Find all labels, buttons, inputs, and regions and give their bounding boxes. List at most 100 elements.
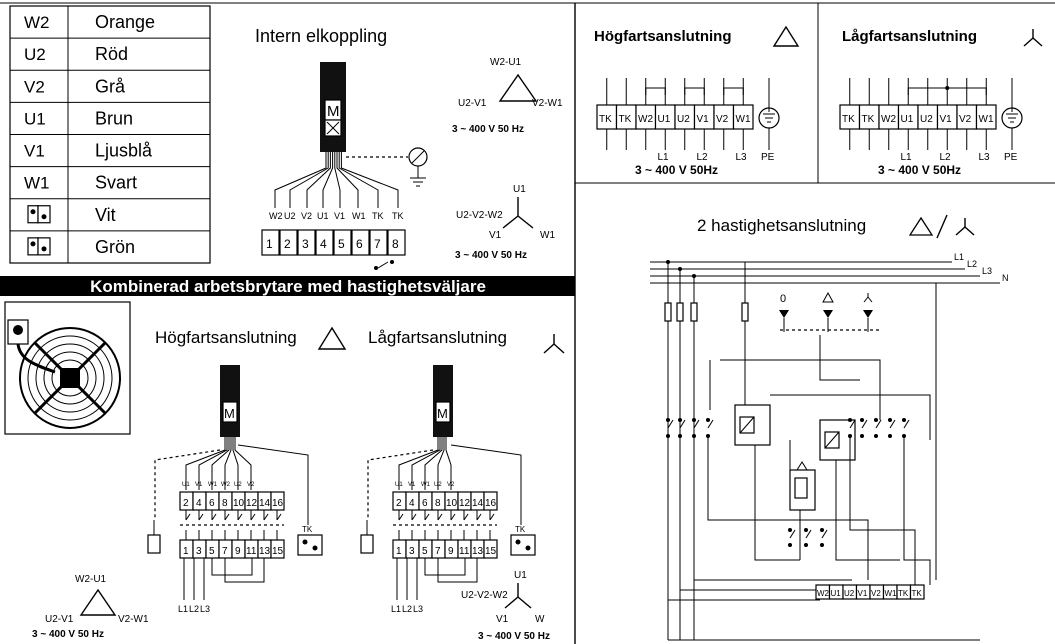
combined-high-L-0: L1 xyxy=(178,604,188,614)
connector-icon-2 xyxy=(27,237,51,256)
combined-high-bot-term-4: 9 xyxy=(235,546,241,557)
combined-low-motor-label: M xyxy=(437,406,448,421)
intern-terminal-number-0: 1 xyxy=(266,237,273,251)
color-code-W1: W1 xyxy=(24,174,50,193)
two-speed-title: 2 hastighetsanslutning xyxy=(697,216,866,235)
combined-high-top-term-5: 12 xyxy=(246,498,258,509)
fuse-icon xyxy=(690,302,698,322)
tr-low-L-0: L1 xyxy=(901,152,913,163)
intern-delta-top: W2-U1 xyxy=(490,57,522,68)
intern-terminal-number-4: 5 xyxy=(338,237,345,251)
combined-low-top-term-6: 14 xyxy=(472,498,484,509)
selector-position-0: 0 xyxy=(780,293,786,305)
combined-low-L-1: L2 xyxy=(402,604,412,614)
color-code-U1: U1 xyxy=(24,109,46,128)
tr-high-term-2: W2 xyxy=(638,114,653,125)
color-code-V2: V2 xyxy=(24,77,45,96)
combined-low-star-icon xyxy=(543,334,565,354)
supply-line-N: N xyxy=(1002,273,1009,283)
tk-connector-icon xyxy=(297,534,323,556)
combined-high-top-term-4: 10 xyxy=(233,498,245,509)
tr-low-title: Lågfartsanslutning xyxy=(842,28,977,45)
intern-wire-label-1: U2 xyxy=(284,211,296,221)
combined-low-wire-label-1: V1 xyxy=(408,482,416,488)
combined-low-wire-label-0: U1 xyxy=(395,482,403,488)
combined-low-tk-label: TK xyxy=(515,525,526,534)
tr-low-term-6: V2 xyxy=(959,114,972,125)
two-speed-term-7: TK xyxy=(912,589,923,598)
combined-star-top: U1 xyxy=(514,570,527,581)
tr-high-term-5: V1 xyxy=(697,114,710,125)
tr-low-L-1: L2 xyxy=(940,152,952,163)
combined-low-wire-label-2: W1 xyxy=(421,482,431,488)
supply-line-L3: L3 xyxy=(982,266,992,276)
intern-delta-left: U2-V1 xyxy=(458,98,487,109)
combined-low-top-term-3: 8 xyxy=(435,498,441,509)
intern-terminal-number-2: 3 xyxy=(302,237,309,251)
color-name-2: Grå xyxy=(95,76,126,96)
tr-low-pe: PE xyxy=(1004,152,1018,163)
intern-terminal xyxy=(315,229,334,256)
color-code-W2: W2 xyxy=(24,13,50,32)
tr-high-term-7: W1 xyxy=(736,114,751,125)
intern-delta-voltage: 3 ~ 400 V 50 Hz xyxy=(452,124,524,135)
tr-low-term-1: TK xyxy=(862,114,875,125)
intern-delta-right: V2-W1 xyxy=(532,98,563,109)
color-name-7: Grön xyxy=(95,237,135,257)
two-speed-term-0: W2 xyxy=(817,589,830,598)
tr-high-L-0: L1 xyxy=(658,152,670,163)
combined-high-tk-label: TK xyxy=(302,525,313,534)
tr-high-term-4: U2 xyxy=(677,114,690,125)
delta-symbol-icon xyxy=(498,73,538,102)
color-name-5: Svart xyxy=(95,173,137,193)
two-speed-term-2: U2 xyxy=(844,589,855,598)
intern-elkoppling: Intern elkoppling M W21U22V23U14V15W16TK… xyxy=(255,26,563,270)
tr-low-term-2: W2 xyxy=(881,114,896,125)
combined-high-delta-icon xyxy=(317,326,347,350)
two-speed-term-4: V2 xyxy=(871,589,881,598)
intern-wire-label-2: V2 xyxy=(301,211,312,221)
two-speed-term-6: TK xyxy=(898,589,909,598)
tr-high-term-1: TK xyxy=(619,114,632,125)
intern-terminal xyxy=(387,229,406,256)
intern-terminal xyxy=(369,229,388,256)
supply-line-L1: L1 xyxy=(954,252,964,262)
intern-terminal-number-3: 4 xyxy=(320,237,327,251)
combined-high-bot-term-0: 1 xyxy=(183,546,189,557)
star-symbol-icon xyxy=(502,197,534,229)
color-name-0: Orange xyxy=(95,12,155,32)
tr-high-L-1: L2 xyxy=(697,152,709,163)
tr-low-term-0: TK xyxy=(842,114,855,125)
tr-high-term-6: V2 xyxy=(716,114,729,125)
fuse-icon xyxy=(676,302,684,322)
combined-low-bot-term-3: 7 xyxy=(435,546,441,557)
intern-wire-label-0: W2 xyxy=(269,211,283,221)
intern-terminal xyxy=(261,229,280,256)
color-name-3: Brun xyxy=(95,108,133,128)
combined-high-top-term-1: 4 xyxy=(196,498,202,509)
two-speed-term-1: U1 xyxy=(831,589,842,598)
color-name-1: Röd xyxy=(95,44,128,64)
intern-title: Intern elkoppling xyxy=(255,26,387,46)
connector-icon-1 xyxy=(27,205,51,224)
tr-low-term-4: U2 xyxy=(920,114,933,125)
tk-connector-icon xyxy=(510,534,536,556)
combined-low-bot-term-4: 9 xyxy=(448,546,454,557)
tr-low-star-icon xyxy=(1023,29,1043,47)
intern-terminal-number-5: 6 xyxy=(356,237,363,251)
tr-high-title: Högfartsanslutning xyxy=(594,28,732,45)
combined-low-wire-label-3: U2 xyxy=(434,482,442,488)
intern-motor-label: M xyxy=(327,103,340,120)
combined-high-bot-term-6: 13 xyxy=(259,546,271,557)
tr-low-term-3: U1 xyxy=(901,114,914,125)
combined-low-L-0: L1 xyxy=(391,604,401,614)
combined-high-wire-label-5: V2 xyxy=(247,482,255,488)
ground-plug-icon xyxy=(360,534,374,554)
banner-title: Kombinerad arbetsbrytare med hastighetsv… xyxy=(90,277,486,296)
intern-star-bl: V1 xyxy=(489,230,502,241)
